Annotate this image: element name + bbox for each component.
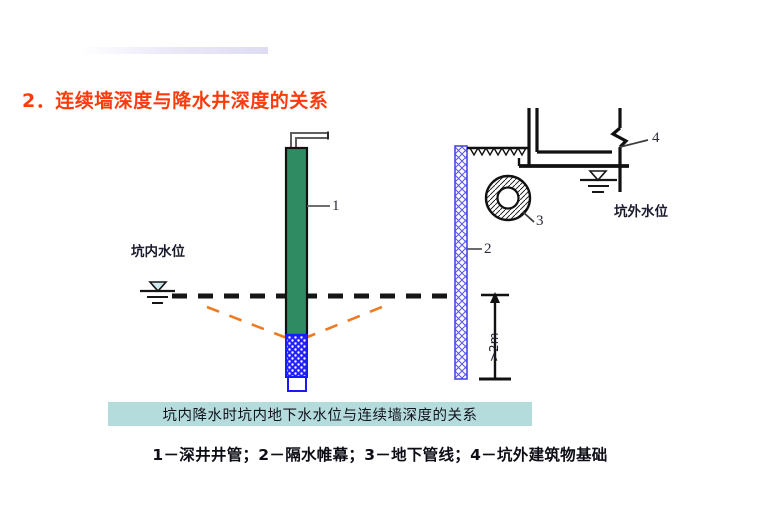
column-break-symbol	[610, 126, 629, 149]
diaphragm-wall	[454, 145, 482, 380]
page-title: 2．连续墙深度与降水井深度的关系	[22, 90, 329, 112]
discharge-pipe	[290, 131, 329, 150]
callout-leader-3	[522, 211, 535, 223]
callout-leader-4	[619, 139, 649, 148]
callout-label-2: 2	[484, 241, 492, 257]
building-foundation	[517, 108, 649, 192]
well-screen-filter	[285, 334, 308, 378]
underground-pipeline	[484, 174, 535, 223]
label-outside-water-level: 坑外水位	[614, 204, 668, 220]
figure-legend: 1－深井井管；2－隔水帷幕；3－地下管线；4－坑外建筑物基础	[152, 446, 608, 464]
ground-surface-hatch	[467, 146, 528, 157]
depth-dimension	[479, 292, 511, 381]
deep-well-pipe	[284, 131, 330, 392]
well-casing	[284, 146, 309, 337]
outside-water-level-symbol	[580, 170, 617, 193]
decorative-top-bar	[80, 47, 268, 54]
label-inside-water-level: 坑内水位	[131, 244, 185, 260]
drawdown-cone	[206, 305, 383, 342]
label-depth-dimension: >2m	[487, 332, 501, 362]
callout-label-3: 3	[536, 213, 544, 229]
figure-caption: 坑内降水时坑内地下水水位与连续墙深度的关系	[108, 402, 532, 426]
callout-label-1: 1	[332, 198, 340, 214]
callout-label-4: 4	[652, 130, 660, 146]
well-sump	[287, 376, 307, 392]
inside-water-level-symbol	[140, 281, 175, 304]
figure-caption-text: 坑内降水时坑内地下水水位与连续墙深度的关系	[162, 407, 478, 424]
